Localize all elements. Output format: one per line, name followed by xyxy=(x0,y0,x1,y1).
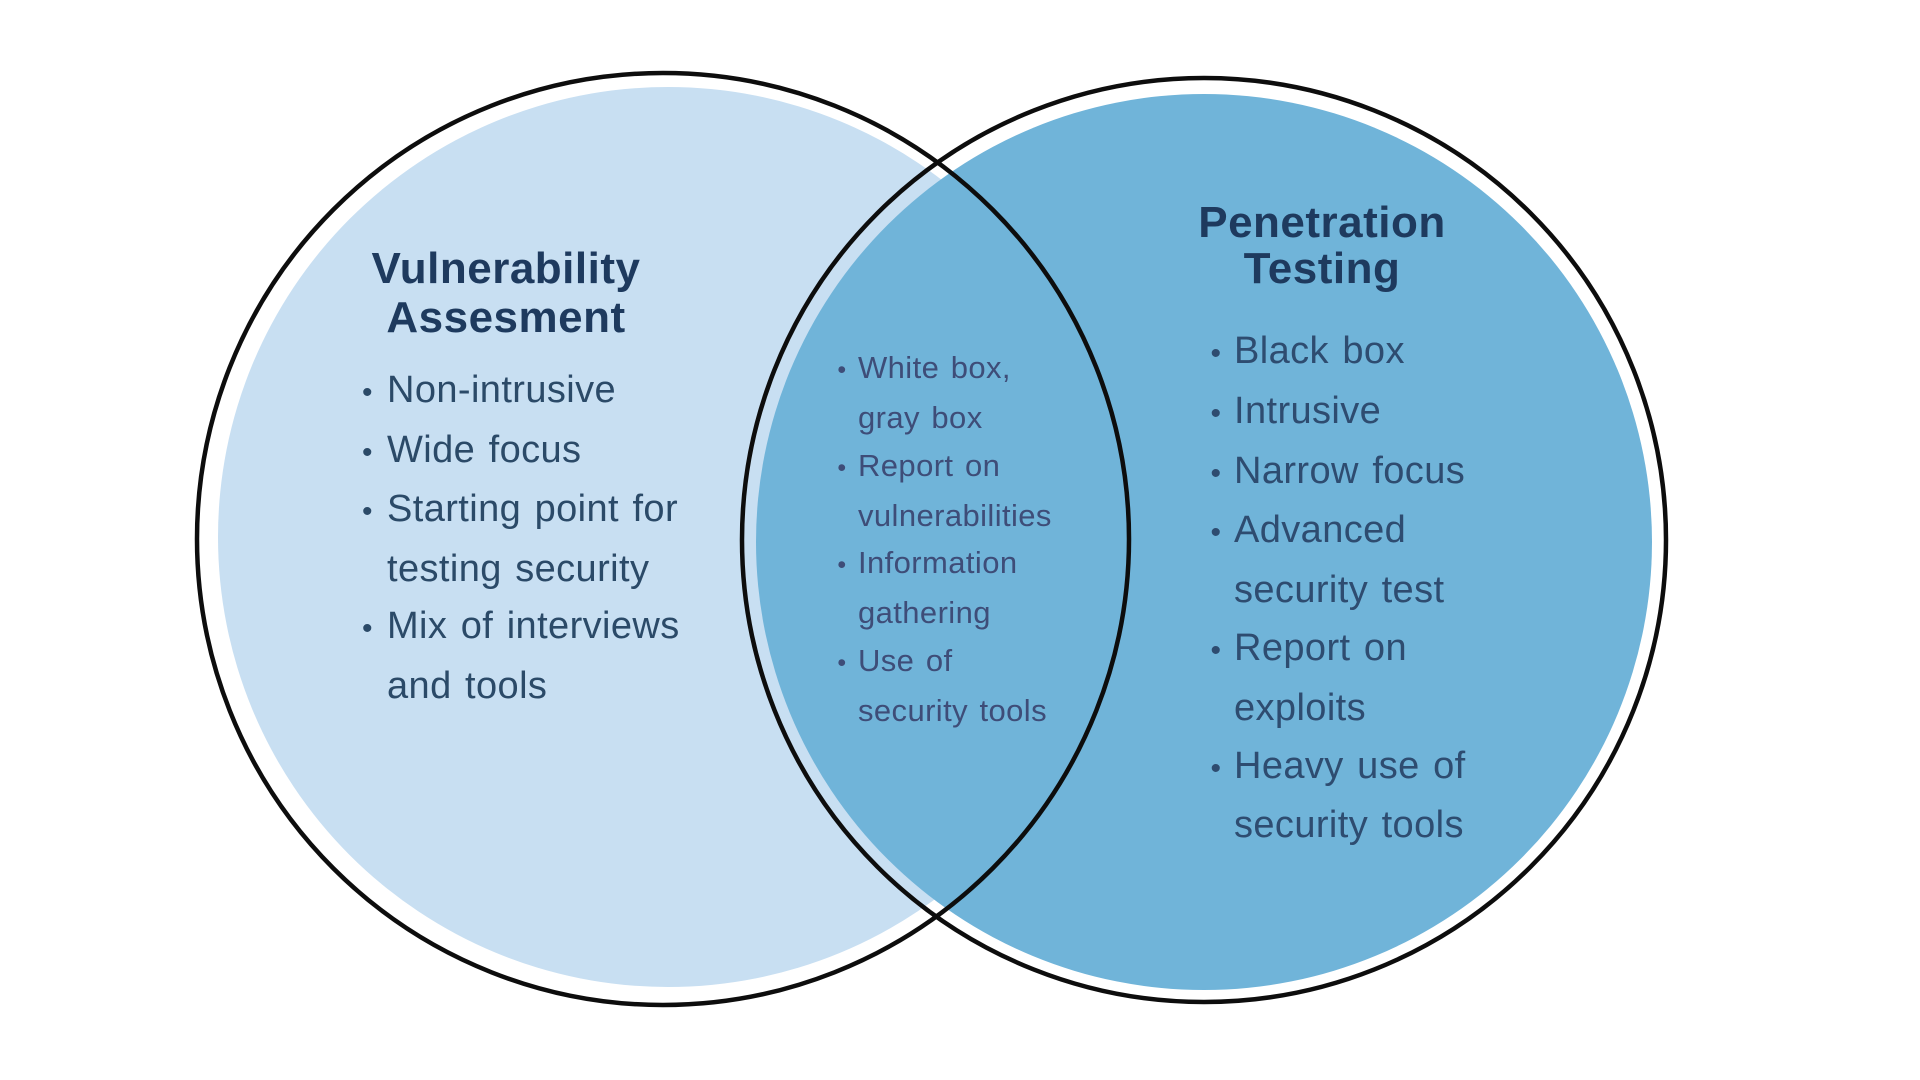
bullet-icon: • xyxy=(362,435,373,469)
bullet-icon: • xyxy=(1210,456,1222,490)
list-item-text: Black box xyxy=(1234,330,1405,372)
list-item: • Intrusive xyxy=(1198,383,1466,443)
list-item-text: Starting point for xyxy=(387,488,679,530)
list-item-text: Wide focus xyxy=(387,428,582,471)
left-title-line-1: Vulnerability xyxy=(371,244,641,293)
list-item: • Wide focus xyxy=(348,422,680,482)
bullet-icon: • xyxy=(362,376,373,409)
list-item-text: Use of xyxy=(858,642,953,678)
list-item-text: Information xyxy=(858,545,1018,581)
list-item: vulnerabilities xyxy=(826,492,1052,539)
list-item-text: Advanced xyxy=(1234,509,1407,552)
list-item: • Report on xyxy=(826,442,1052,492)
list-item: testing security xyxy=(348,541,680,599)
left-circle-title: Vulnerability Assesment xyxy=(256,244,756,342)
list-item-text: Narrow focus xyxy=(1234,449,1466,492)
list-item-text: Intrusive xyxy=(1234,389,1382,432)
list-item: security test xyxy=(1198,562,1466,620)
list-item-text: exploits xyxy=(1234,686,1367,729)
list-item: • Report on xyxy=(1198,620,1466,680)
list-item-text: security test xyxy=(1234,569,1445,612)
right-title-line-2: Testing xyxy=(1243,244,1401,293)
list-item: • Starting point for xyxy=(348,481,680,541)
list-item: • Non-intrusive xyxy=(348,362,680,422)
list-item-text: vulnerabilities xyxy=(858,497,1052,533)
right-title-line-1: Penetration xyxy=(1198,198,1446,247)
bullet-icon: • xyxy=(837,453,847,482)
bullet-icon: • xyxy=(1210,633,1222,667)
list-item: and tools xyxy=(348,658,680,716)
list-item-text: Report on xyxy=(858,447,1001,483)
list-item: security tools xyxy=(1198,797,1466,855)
venn-right-circle-outline xyxy=(739,75,1669,1005)
bullet-icon: • xyxy=(837,356,847,384)
bullet-icon: • xyxy=(837,551,847,580)
right-circle-list: • Black box • Intrusive • Narrow focus • Advanc… xyxy=(1198,323,1466,855)
list-item-text: testing security xyxy=(387,547,650,590)
list-item: • Use of xyxy=(826,637,1052,687)
list-item-text: and tools xyxy=(387,664,548,707)
bullet-icon: • xyxy=(1210,337,1222,370)
venn-left-circle-outline xyxy=(194,70,1132,1008)
right-circle-title: Penetration Testing xyxy=(1062,200,1582,292)
list-item: • Heavy use of xyxy=(1198,738,1466,798)
left-title-line-2: Assesment xyxy=(386,293,626,342)
left-circle-list: • Non-intrusive • Wide focus • Starting point… xyxy=(348,362,680,715)
list-item-text: security tools xyxy=(858,693,1047,729)
list-item-text: gray box xyxy=(858,400,983,436)
list-item-text: Report on xyxy=(1234,626,1407,669)
list-item: • Advanced xyxy=(1198,502,1466,562)
list-item: exploits xyxy=(1198,680,1466,738)
list-item: gray box xyxy=(826,394,1052,441)
list-item-text: Non-intrusive xyxy=(387,369,617,411)
bullet-icon: • xyxy=(362,495,373,528)
venn-right-circle-fill xyxy=(756,94,1652,990)
bullet-icon: • xyxy=(1210,751,1222,785)
list-item: • Black box xyxy=(1198,323,1466,383)
list-item-text: Mix of interviews xyxy=(387,605,680,647)
bullet-icon: • xyxy=(837,648,847,677)
list-item-text: security tools xyxy=(1234,804,1464,847)
bullet-icon: • xyxy=(1210,516,1222,550)
list-item: security tools xyxy=(826,687,1052,734)
list-item-text: Heavy use of xyxy=(1234,744,1466,787)
list-item: • Mix of interviews xyxy=(348,598,680,658)
list-item: • Narrow focus xyxy=(1198,443,1466,503)
bullet-icon: • xyxy=(362,612,373,645)
list-item: • White box, xyxy=(826,344,1052,394)
bullet-icon: • xyxy=(1210,396,1222,430)
list-item: • Information xyxy=(826,539,1052,589)
list-item-text: White box, xyxy=(858,350,1011,385)
list-item: gathering xyxy=(826,589,1052,636)
list-item-text: gathering xyxy=(858,595,991,631)
overlap-region-list: • White box, gray box • Report on vulnerabili… xyxy=(826,344,1052,734)
